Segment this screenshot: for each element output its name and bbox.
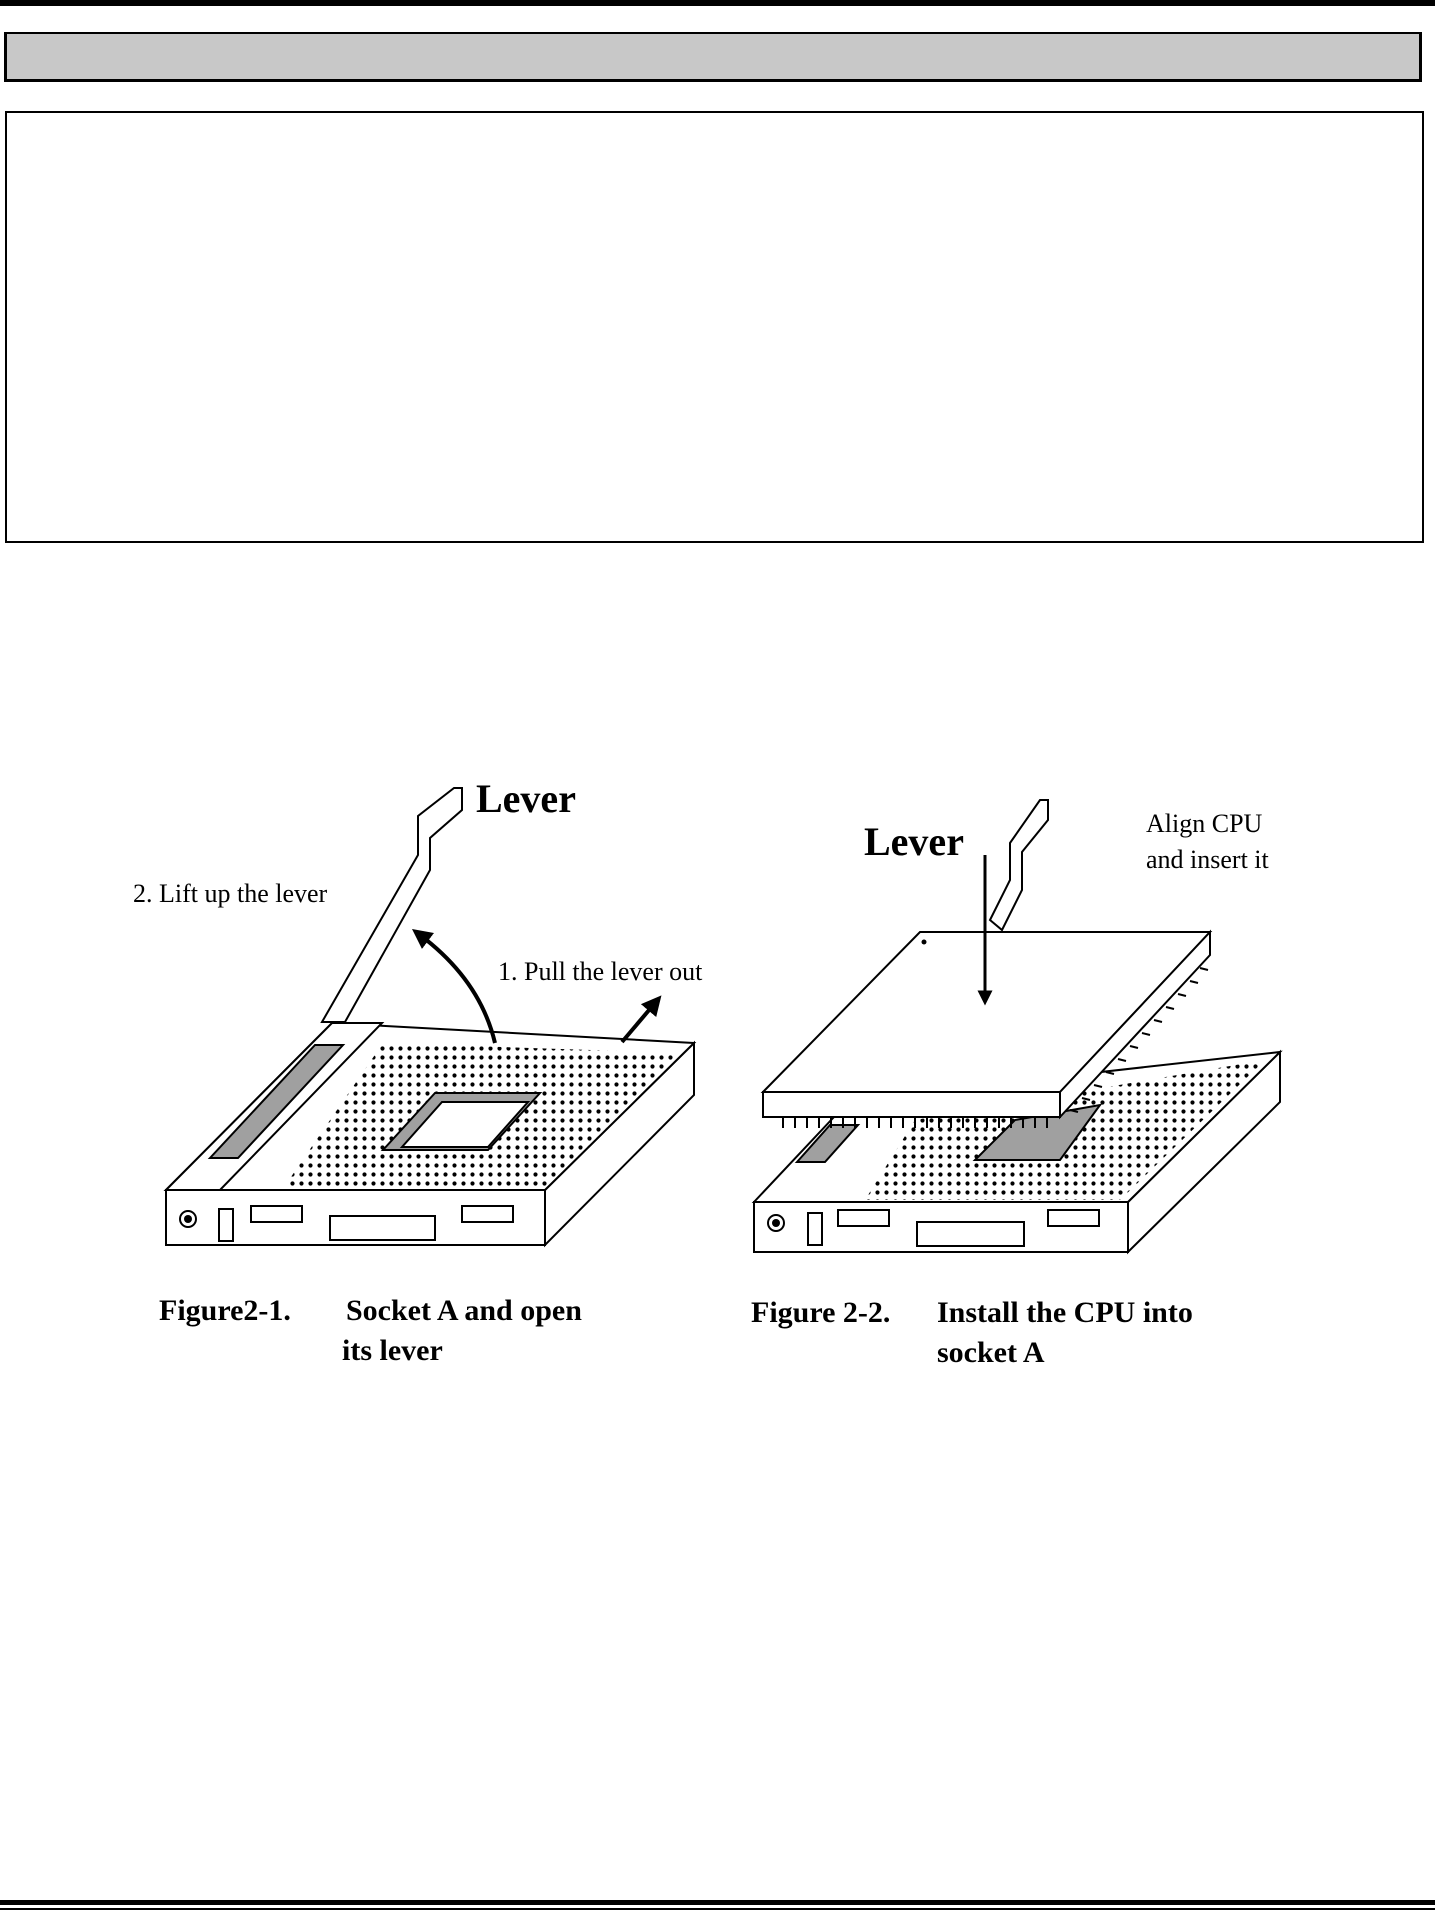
cpu-pins-bottom xyxy=(782,1117,1048,1128)
cpu-pins-side xyxy=(1069,967,1209,1113)
figure-1-step1-label: 1. Pull the lever out xyxy=(498,957,703,986)
figure-2-align-line2: and insert it xyxy=(1146,845,1270,874)
bottom-rule-thin xyxy=(0,1908,1435,1910)
socket2-center-cavity xyxy=(972,1103,1103,1161)
section-header-bar xyxy=(4,32,1422,82)
figure-2-caption-line2: socket A xyxy=(937,1336,1045,1369)
bottom-rule-thick xyxy=(0,1900,1435,1905)
figure-2-caption-line1: Install the CPU into xyxy=(937,1296,1193,1329)
figure-1-lever-label: Lever xyxy=(476,776,576,821)
figure-1-caption-line1: Socket A and open xyxy=(346,1294,582,1327)
figure-2-1-socket-illustration xyxy=(163,787,697,1248)
figure-1-caption-number: Figure2-1. xyxy=(159,1294,291,1327)
socket-center-cavity-inner xyxy=(399,1101,531,1148)
figure-2-2-cpu-install-illustration xyxy=(751,799,1283,1255)
socket-front-notch-left xyxy=(250,1205,303,1223)
figure-2-align-line1: Align CPU xyxy=(1146,809,1263,838)
socket-latch xyxy=(218,1208,234,1242)
socket-lever xyxy=(320,787,463,1023)
figure-1-caption-line2: its lever xyxy=(342,1334,443,1367)
pull-out-arrow xyxy=(620,995,662,1044)
cpu-front-face xyxy=(762,1091,1061,1118)
socket2-rail-slot xyxy=(794,1124,861,1163)
figure-1-step2-label: 2. Lift up the lever xyxy=(133,879,328,908)
cpu-right-face xyxy=(1059,929,1211,1120)
socket-rail-slot xyxy=(207,1044,346,1159)
lift-arrow xyxy=(412,928,497,1044)
figure-2-caption-number: Figure 2-2. xyxy=(751,1296,890,1329)
socket2-lever xyxy=(988,799,1049,932)
top-rule xyxy=(0,0,1435,6)
socket-front-slot xyxy=(329,1215,436,1241)
notice-box xyxy=(5,111,1424,543)
socket-front-notch-right xyxy=(461,1205,514,1223)
figure-2-lever-label: Lever xyxy=(864,819,964,864)
